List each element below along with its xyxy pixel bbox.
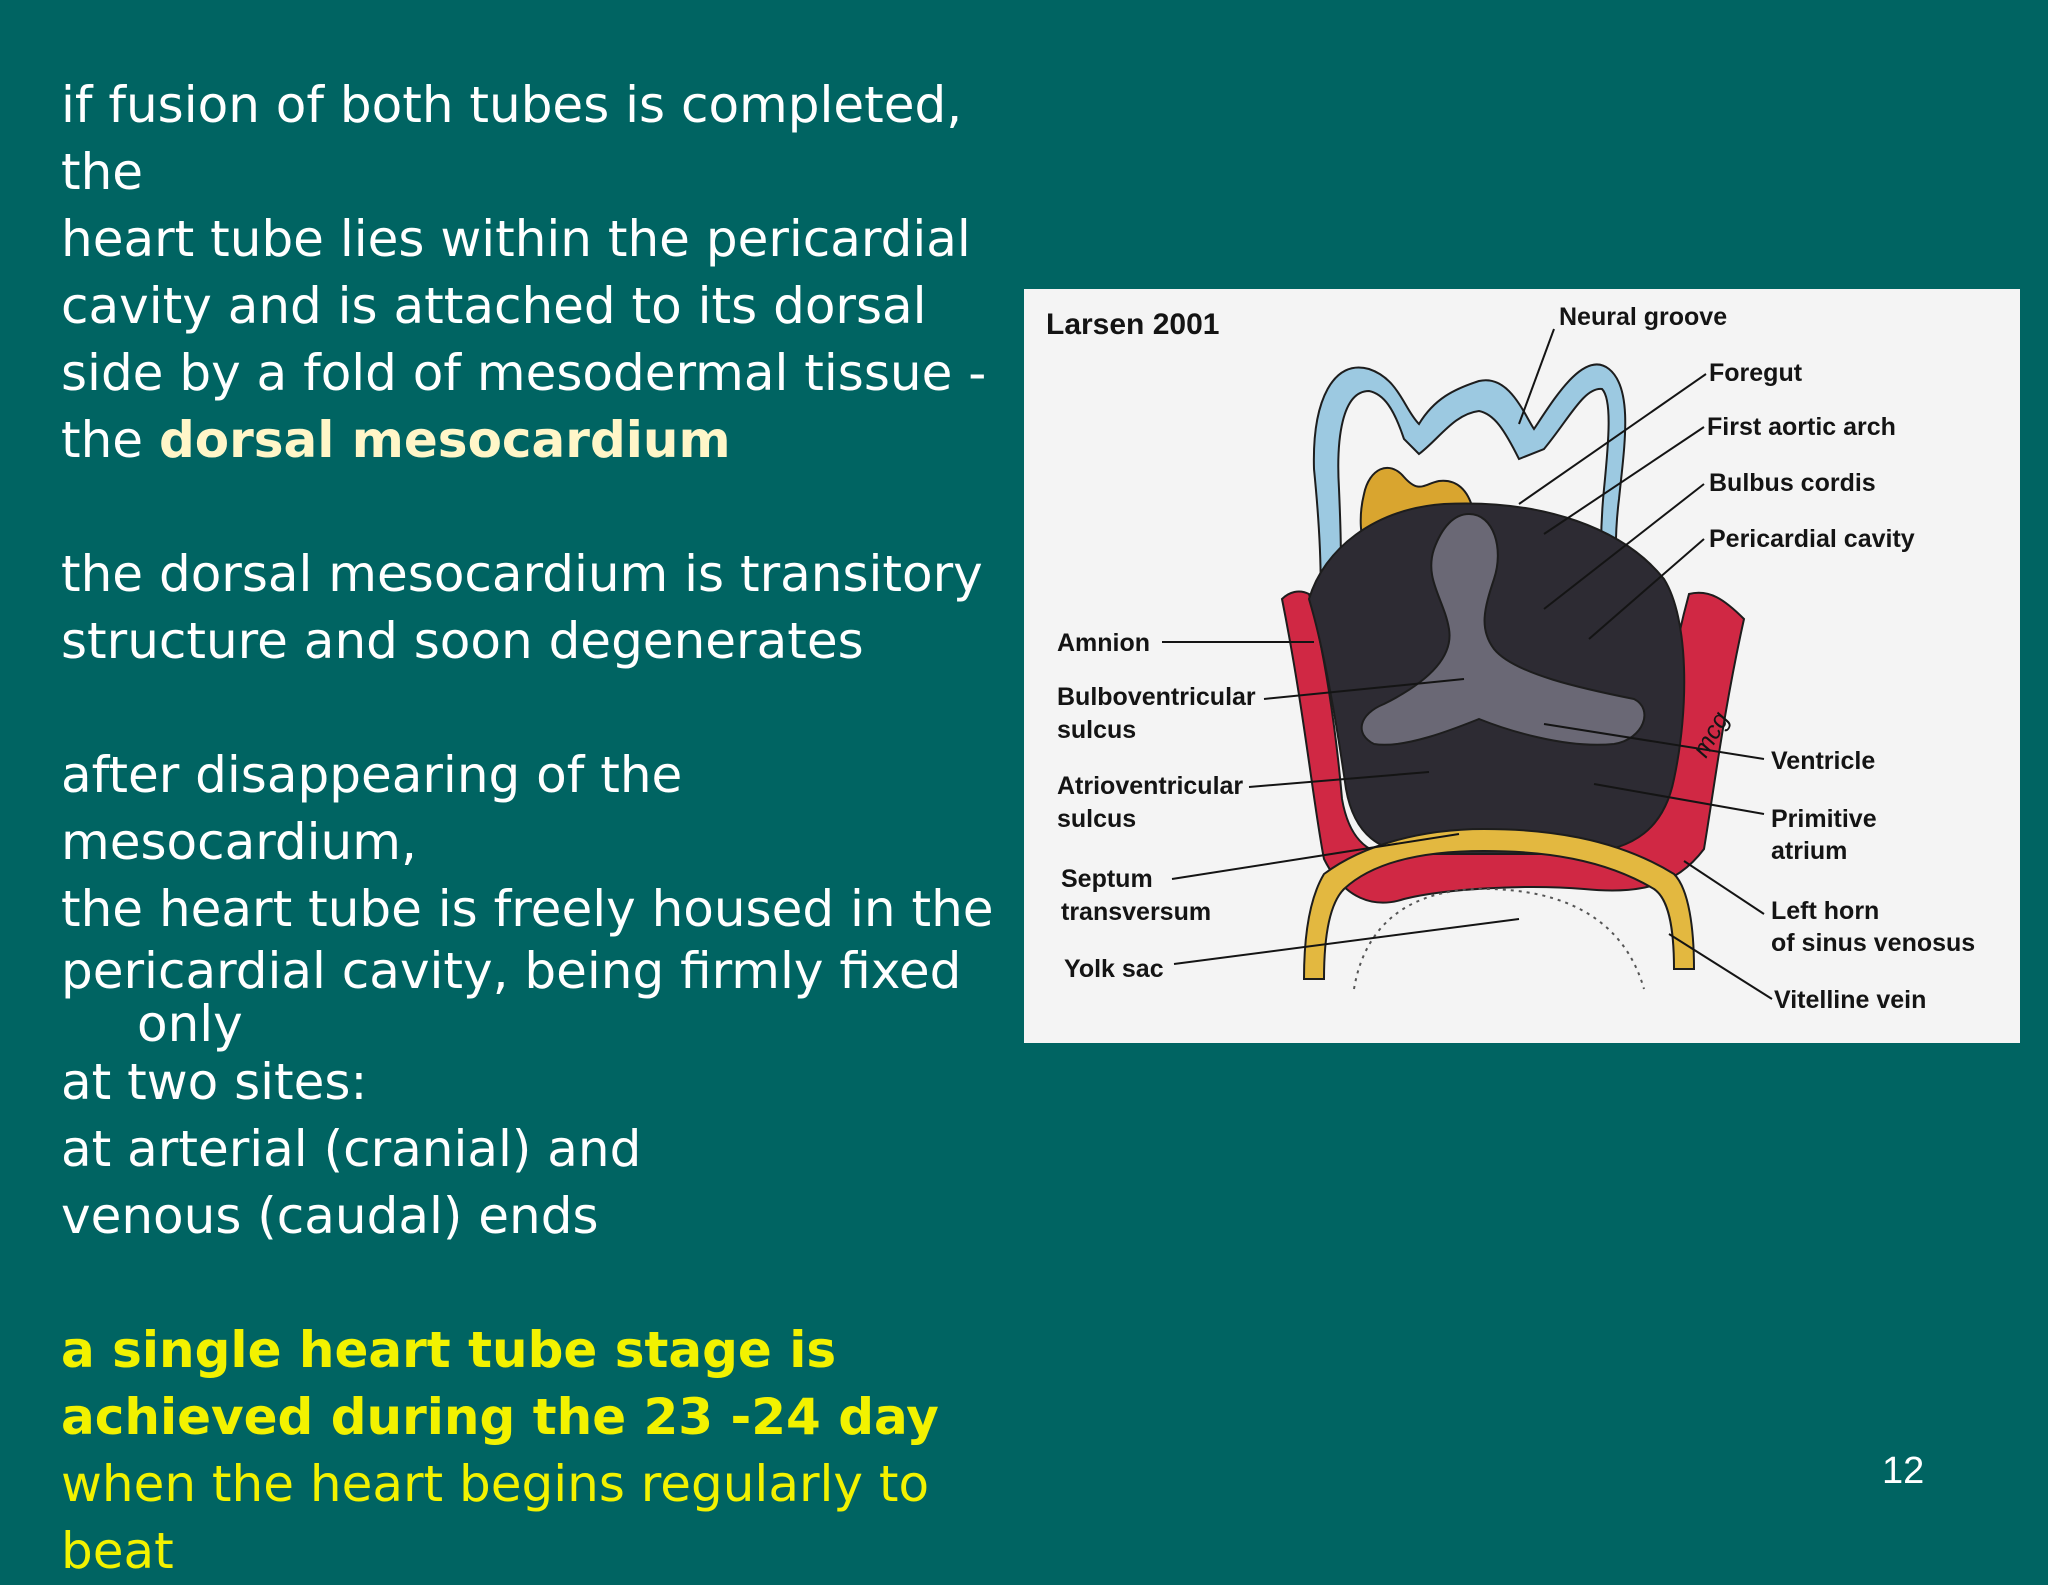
para2-line1: the dorsal mesocardium is transitory	[61, 545, 983, 603]
septum-transversum-shape	[1302, 827, 1696, 980]
label-bulbus-cordis: Bulbus cordis	[1709, 469, 1876, 497]
label-pericardial-cavity: Pericardial cavity	[1709, 525, 1915, 553]
slide-text: if fusion of both tubes is completed, th…	[61, 72, 1021, 1585]
figure-source: Larsen 2001	[1046, 308, 1219, 341]
para4-line1: a single heart tube stage is	[61, 1321, 837, 1379]
para3-line4: only	[137, 995, 243, 1053]
para3-line7: venous (caudal) ends	[61, 1187, 599, 1245]
label-bulboventricular-sulcus: sulcus	[1057, 716, 1136, 744]
para3-line3: pericardial cavity, being firmly fixed	[61, 942, 962, 1000]
para3-line1: after disappearing of the mesocardium,	[61, 746, 683, 871]
label-sinus-venosus: of sinus venosus	[1771, 929, 1975, 957]
label-vitelline-vein: Vitelline vein	[1774, 986, 1926, 1014]
label-atrioventricular-sulcus: sulcus	[1057, 805, 1136, 833]
heart-tube-shape	[1360, 512, 1646, 746]
label-transversum: transversum	[1061, 898, 1211, 926]
diagram-svg: mcg Larsen 2001 Neural groove Foregut Fi…	[1046, 303, 1975, 1014]
pericardial-wall	[1280, 590, 1746, 904]
label-primitive: Primitive	[1771, 805, 1877, 833]
label-foregut: Foregut	[1709, 359, 1803, 387]
label-amnion: Amnion	[1057, 629, 1150, 657]
label-atrium: atrium	[1771, 837, 1847, 865]
para1-line3: cavity and is attached to its dorsal	[61, 277, 927, 335]
para1-line1: if fusion of both tubes is completed, th…	[61, 76, 963, 201]
para1-line5: the dorsal mesocardium	[61, 407, 1021, 474]
page-number: 12	[1882, 1450, 1925, 1492]
heart-tube-diagram: mcg Larsen 2001 Neural groove Foregut Fi…	[1024, 289, 2020, 1043]
label-neural-groove: Neural groove	[1559, 303, 1727, 331]
label-atrioventricular: Atrioventricular	[1057, 772, 1243, 800]
label-first-aortic-arch: First aortic arch	[1707, 413, 1896, 441]
para4-line4: beat	[61, 1522, 174, 1580]
label-septum: Septum	[1061, 865, 1153, 893]
para3-line6: at arterial (cranial) and	[61, 1120, 642, 1178]
para1-line5-prefix: the	[61, 411, 159, 469]
label-yolk-sac: Yolk sac	[1064, 955, 1164, 983]
label-bulboventricular: Bulboventricular	[1057, 683, 1256, 711]
para1-line2: heart tube lies within the pericardial	[61, 210, 971, 268]
label-ventricle: Ventricle	[1771, 747, 1875, 775]
label-left-horn: Left horn	[1771, 897, 1879, 925]
leader-lines	[1162, 328, 1773, 1000]
para3-line5: at two sites:	[61, 1053, 368, 1111]
para4-line3: when the heart begins regularly to	[61, 1455, 930, 1513]
yolk-sac-outline	[1353, 887, 1645, 990]
para2-line2: structure and soon degenerates	[61, 612, 864, 670]
para3-line2: the heart tube is freely housed in the	[61, 880, 994, 938]
para1-line4: side by a fold of mesodermal tissue -	[61, 344, 987, 402]
para4-line2: achieved during the 23 -24 day	[61, 1388, 939, 1446]
term-dorsal-mesocardium: dorsal mesocardium	[158, 411, 731, 469]
